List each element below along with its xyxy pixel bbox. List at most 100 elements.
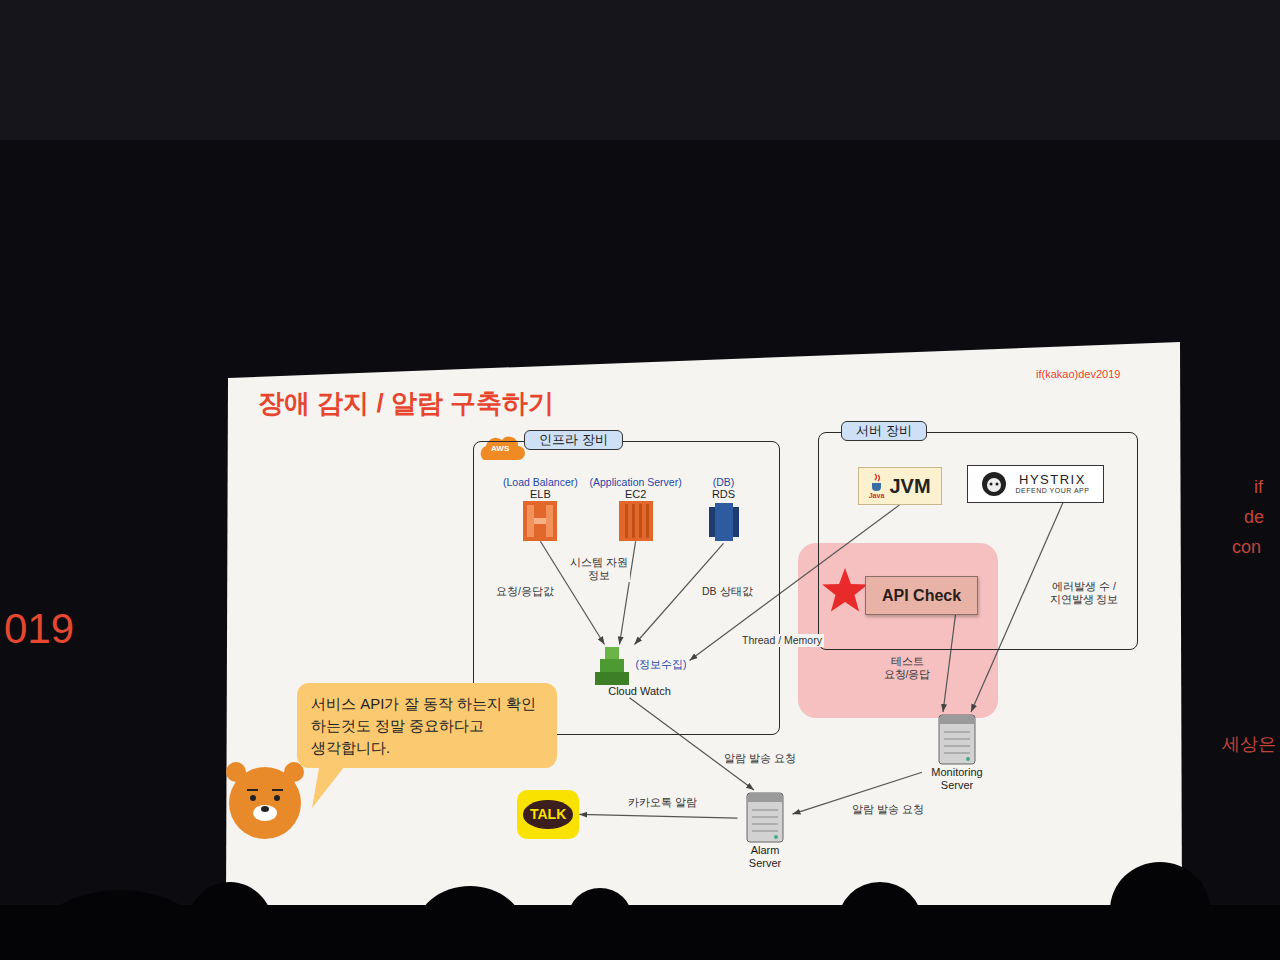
- star-mark: [822, 568, 868, 611]
- node-text: HYSTRIX: [1019, 472, 1086, 488]
- edge-label: 알람 발송 요청: [850, 803, 926, 816]
- edge-label: 시스템 자원 정보: [568, 556, 630, 582]
- node-text: Monitoring Server: [922, 766, 992, 792]
- decor-shape: [752, 831, 778, 832]
- flow-arrow: [630, 698, 755, 790]
- flow-arrow: [579, 814, 737, 818]
- node-text: RDS: [712, 488, 735, 501]
- hys-icon: [982, 472, 1006, 496]
- edge-label: DB 상태값: [700, 585, 755, 598]
- decor-shape: [966, 757, 970, 761]
- decor-shape: [875, 474, 880, 481]
- node-text: TALK: [523, 800, 573, 829]
- server-node: Alarm Server: [738, 790, 793, 870]
- decor-shape: [747, 793, 783, 842]
- decor-shape: [605, 647, 619, 659]
- node-text: EC2: [625, 488, 646, 501]
- node-text: ELB: [530, 488, 551, 501]
- decor-shape: [752, 817, 778, 818]
- node-text: (정보수집): [636, 658, 687, 671]
- flow-arrow: [971, 503, 1063, 713]
- edge-label: 알람 발송 요청: [722, 752, 798, 765]
- audience: [0, 862, 1280, 960]
- ryan-character: [226, 762, 304, 839]
- server-icon: [937, 712, 977, 766]
- part-row: HYSTRIXDEFEND YOUR APP: [982, 472, 1090, 496]
- decor-shape: [989, 482, 992, 485]
- highlight-area: [798, 543, 998, 718]
- decor-shape: [272, 789, 283, 791]
- decor-shape: [752, 824, 778, 825]
- decor-shape: [253, 805, 277, 821]
- decor-shape: [625, 504, 628, 538]
- decor-shape: [1110, 862, 1210, 958]
- node-text: API Check: [882, 586, 961, 605]
- group-heading: 서버 장비: [841, 421, 927, 441]
- process-box: API Check: [865, 576, 978, 615]
- decor-shape: [748, 794, 782, 802]
- edge-label: 카카오톡 알람: [626, 796, 699, 809]
- decor-shape: [639, 504, 642, 538]
- decor-shape: [944, 753, 970, 754]
- logo-box: Java JVM: [858, 467, 942, 505]
- service-node: (DB)RDS: [709, 476, 739, 544]
- server-icon: [745, 790, 785, 844]
- node-text: 서비스 API가 잘 동작 하는지 확인 하는것도 정말 중요하다고 생각합니다…: [311, 693, 543, 758]
- node-text: Java: [869, 492, 885, 500]
- service-node: (Application Server)EC2: [590, 476, 682, 542]
- node-text: JVM: [890, 474, 931, 498]
- decor-shape: [619, 501, 653, 541]
- decor-shape: [944, 746, 970, 747]
- decor-shape: [838, 882, 922, 960]
- node-text: (Application Server): [590, 476, 682, 489]
- elb-icon: [523, 501, 557, 541]
- aws-badge: AWS: [491, 445, 509, 454]
- decor-shape: [527, 505, 534, 537]
- ec2-icon: [619, 501, 653, 541]
- decor-shape: [523, 501, 557, 541]
- slide-title: 장애 감지 / 알람 구축하기: [258, 386, 554, 421]
- node-text: (Load Balancer): [503, 476, 578, 489]
- decor-shape: [250, 795, 256, 801]
- part-col: Java: [869, 472, 885, 500]
- decor-shape: [982, 472, 1006, 496]
- flow-arrow: [943, 615, 956, 712]
- decor-shape: [646, 504, 649, 538]
- logo-box: HYSTRIXDEFEND YOUR APP: [967, 465, 1105, 503]
- edge-label: 테스트 요청/응답: [876, 655, 938, 681]
- node-text: Cloud Watch: [608, 685, 671, 698]
- decor-shape: [274, 795, 280, 801]
- backdrop-text: de: [1244, 508, 1264, 528]
- java-icon: [869, 472, 885, 492]
- speech-bubble: 서비스 API가 잘 동작 하는지 확인 하는것도 정말 중요하다고 생각합니다…: [297, 683, 557, 768]
- decor-shape: [987, 478, 1001, 492]
- decor-shape: [534, 518, 546, 524]
- backdrop-text: 019: [4, 606, 74, 652]
- node-text: DEFEND YOUR APP: [1016, 487, 1090, 495]
- decor-shape: [940, 716, 974, 724]
- backdrop-text: if: [1254, 478, 1263, 498]
- ceiling: [0, 0, 1280, 140]
- service-node: (Load Balancer)ELB: [503, 476, 578, 542]
- decor-shape: [185, 882, 275, 960]
- group-heading: 인프라 장비: [524, 430, 623, 450]
- decor-shape: [939, 715, 975, 764]
- decor-shape: [733, 507, 739, 537]
- slide: [226, 342, 1182, 905]
- decor-shape: [715, 503, 733, 541]
- decor-shape: [568, 888, 632, 948]
- decor-shape: [30, 890, 210, 960]
- backdrop-text: con: [1232, 538, 1261, 558]
- node-text: (DB): [713, 476, 735, 489]
- part-col: HYSTRIXDEFEND YOUR APP: [1016, 472, 1090, 496]
- node-text: Alarm Server: [738, 844, 793, 870]
- rds-icon: [709, 501, 739, 543]
- decor-shape: [546, 505, 553, 537]
- app-logo: TALK: [517, 790, 579, 839]
- group-box: 서버 장비JavaJVMHYSTRIXDEFEND YOUR APPAPI Ch…: [818, 432, 1138, 650]
- decor-shape: [774, 835, 778, 839]
- part-row: (정보수집): [593, 645, 687, 685]
- server-node: Monitoring Server: [922, 712, 992, 792]
